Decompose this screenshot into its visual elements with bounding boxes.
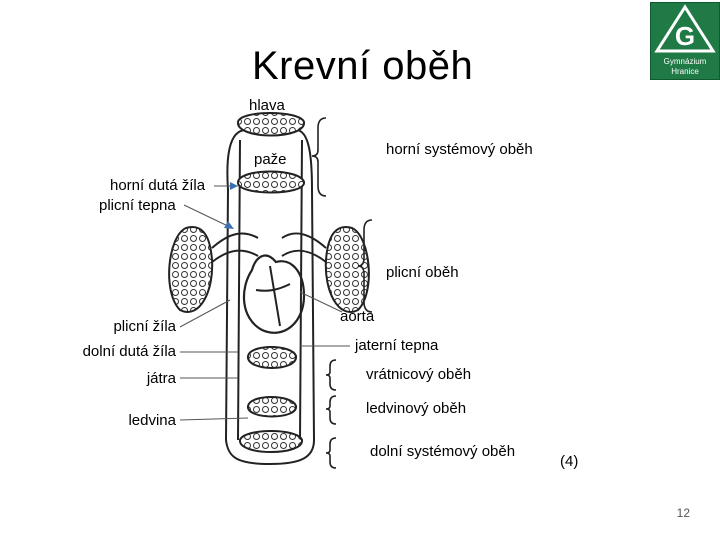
heart-septum [255, 265, 291, 327]
page-number: 12 [676, 506, 690, 520]
arrowhead-plicni-tepna [224, 221, 234, 229]
figure-reference: (4) [560, 453, 579, 470]
label-plicni-zila: plicní žíla [113, 318, 176, 335]
liver-capillaries [247, 346, 297, 369]
label-aorta: aorta [340, 308, 375, 325]
outer-vessel-loop [224, 129, 316, 466]
label-paze: paže [254, 151, 287, 168]
left-lung-capillaries [168, 226, 214, 313]
label-horni-systemovy-obeh: horní systémový oběh [386, 141, 533, 158]
lower-body-capillaries [239, 430, 303, 453]
pointer-aorta [299, 291, 343, 313]
kidney-capillaries [247, 396, 297, 418]
label-ledvina: ledvina [128, 412, 176, 429]
brace-lower-systemic [325, 437, 337, 469]
label-dolni-duta-zila: dolní dutá žíla [82, 343, 176, 360]
logo-letter: G [675, 21, 695, 51]
label-hlava: hlava [249, 97, 285, 114]
pointer-plicni-zila [179, 299, 231, 328]
head-capillaries [236, 112, 306, 137]
logo-line-2: Hranice [671, 67, 699, 76]
inner-vessel-loop [237, 139, 303, 441]
heart [242, 254, 306, 334]
logo-line-1: Gymnázium [663, 57, 707, 66]
brace-portal [325, 359, 337, 391]
arm-capillaries [237, 170, 305, 194]
brace-pulmonary [357, 219, 373, 313]
pointer-plicni-tepna [183, 204, 233, 229]
pulmonary-vessels [211, 232, 327, 263]
label-dolni-systemovy-obeh: dolní systémový oběh [370, 443, 516, 460]
pointer-ledvina [179, 417, 249, 421]
school-logo: G Gymnázium Hranice [650, 2, 720, 80]
label-jaterni-tepna: jaterní tepna [355, 337, 439, 354]
slide-title: Krevní oběh [252, 44, 474, 88]
right-lung-capillaries [324, 226, 370, 313]
label-jatra: játra [146, 370, 176, 387]
brace-upper-systemic [311, 117, 327, 197]
label-plicni-obeh: plicní oběh [386, 264, 459, 281]
arrowhead-horni-duta-zila [230, 182, 238, 190]
label-plicni-tepna: plicní tepna [99, 197, 176, 214]
brace-renal [325, 395, 337, 425]
label-horni-duta-zila: horní dutá žíla [110, 177, 206, 194]
logo-triangle-icon: G [654, 4, 716, 53]
label-vratnicovy-obeh: vrátnicový oběh [366, 366, 472, 383]
label-ledvinovy-obeh: ledvinový oběh [366, 400, 467, 417]
